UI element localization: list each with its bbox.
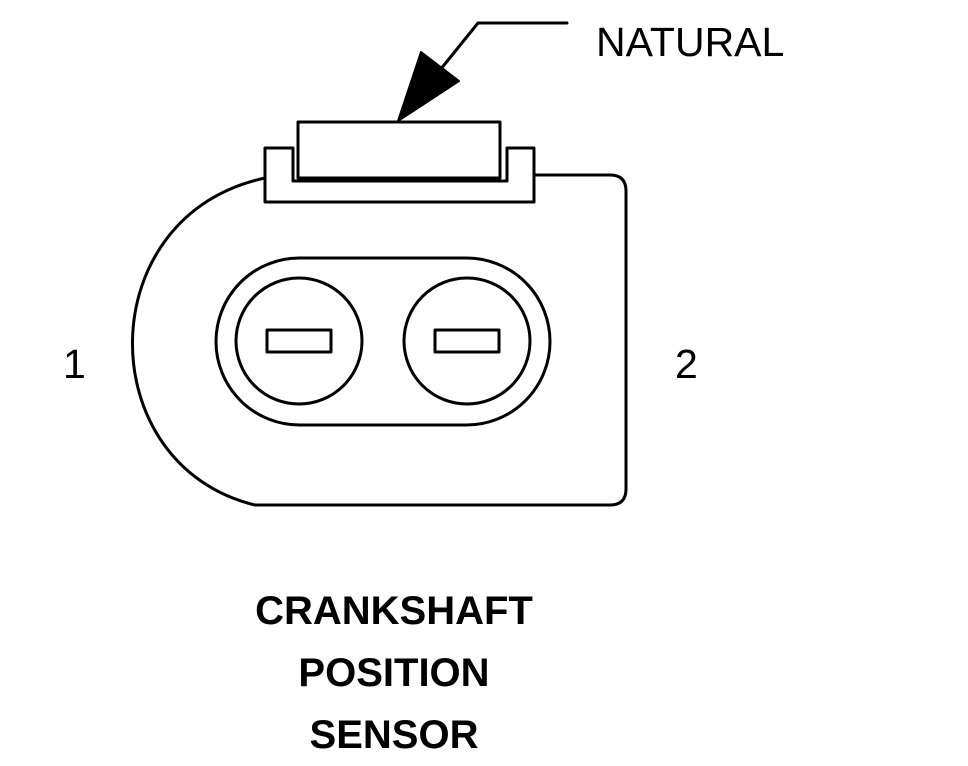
diagram-caption: CRANKSHAFT POSITION SENSOR xyxy=(194,580,594,766)
lock-tab xyxy=(296,120,502,180)
caption-line: CRANKSHAFT xyxy=(255,589,533,633)
connector-housing xyxy=(131,173,628,507)
pin-label-2: 2 xyxy=(675,341,698,387)
terminal-2 xyxy=(402,276,532,406)
pin-cavity xyxy=(214,256,552,427)
callout-arrowhead xyxy=(397,51,460,122)
terminal-1-slot xyxy=(265,328,333,354)
callout-label: NATURAL xyxy=(596,19,785,65)
lock-tab-base xyxy=(263,146,536,204)
caption-line: SENSOR xyxy=(309,713,479,757)
terminal-1 xyxy=(234,276,364,406)
pin-label-1: 1 xyxy=(63,341,86,387)
terminal-2-slot xyxy=(433,328,501,354)
caption-line: POSITION xyxy=(298,651,490,695)
callout-leader-line xyxy=(430,21,569,82)
